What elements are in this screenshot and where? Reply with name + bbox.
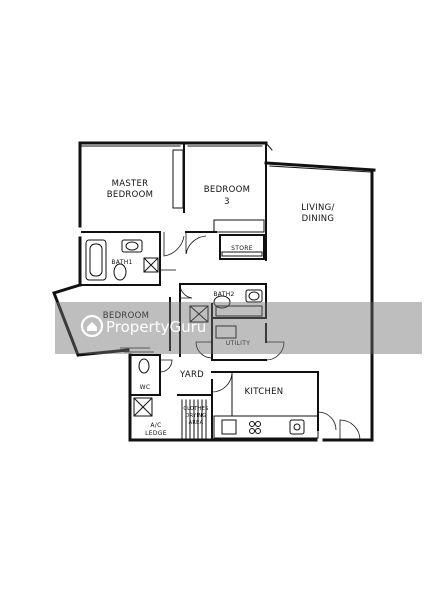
bathtub-icon [85,239,107,281]
utility-label: UTILITY [226,340,250,347]
toilet-icon [113,263,127,281]
watermark-text: PropertyGuru [106,318,206,336]
sink-icon [289,419,305,435]
clothes-drying-lines [181,399,207,439]
toilet-icon [138,358,150,374]
room-labels: MASTER BEDROOM BEDROOM 3 LIVING/ DINING … [103,179,335,437]
bath2-label: BATH2 [213,291,234,298]
store-label: STORE [231,245,253,252]
watermark: PropertyGuru [55,302,422,354]
bath1-label: BATH1 [111,259,132,266]
stove-icon [249,421,261,434]
shower-icon [189,305,209,323]
bedroom3-label-line2: 3 [224,197,230,207]
living-label-line2: DINING [302,214,335,224]
living-label-line1: LIVING/ [301,203,334,213]
watermark-band [55,302,422,354]
clothes-drying-label-line1: CLOTHES [183,406,208,412]
doors [120,232,361,441]
clothes-drying-label-line3: AREA [189,420,204,426]
bedroom3-label-line1: BEDROOM [204,185,250,195]
toilet-icon [213,295,231,309]
ac-ledge-label-line2: LEDGE [145,430,167,437]
yard-label: YARD [179,370,204,380]
basin-icon [121,239,143,253]
clothes-drying-label-line2: DRYING [186,413,207,419]
shower-icon [143,257,159,273]
fixtures [85,239,305,435]
master-bedroom-label-line1: MASTER [112,179,149,189]
wc-label: WC [140,384,151,391]
kitchen-label: KITCHEN [245,387,284,397]
shower-icon [133,397,153,417]
bedroom2-label: BEDROOM [103,311,149,321]
basin-icon [245,289,263,303]
ac-ledge-label-line1: A/C [150,422,161,429]
master-bedroom-label-line2: BEDROOM [107,190,153,200]
house-pin-icon [80,314,104,338]
